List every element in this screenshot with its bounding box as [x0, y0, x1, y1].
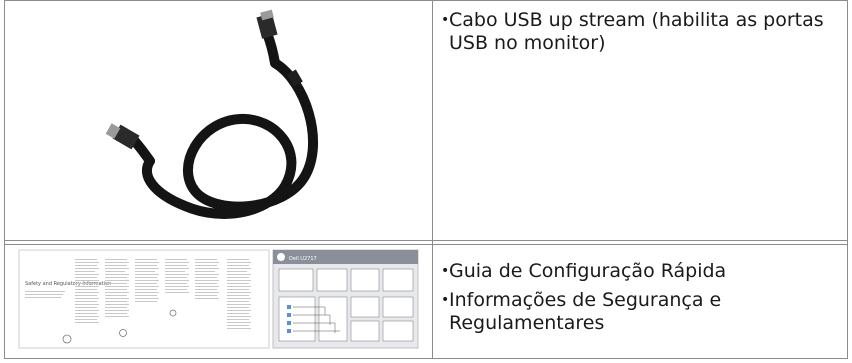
- dell-logo-icon: [277, 253, 285, 261]
- documents-image: Safety and Regulatory Information Dell U…: [5, 245, 432, 359]
- bullet: •: [441, 12, 450, 28]
- row2-text: • Guia de Configuração Rápida • Informaç…: [441, 260, 836, 335]
- row-divider: [5, 240, 847, 241]
- document-icon: Safety and Regulatory Information Dell U…: [18, 249, 419, 349]
- list-item: • Informações de Segurança e Regulamenta…: [441, 289, 836, 335]
- item-text: Cabo USB up stream (habilita as portas U…: [449, 9, 824, 54]
- list-item: • Cabo USB up stream (habilita as portas…: [441, 9, 836, 55]
- setup-guide-title: Dell U2717: [289, 256, 317, 262]
- bullet: •: [441, 292, 450, 308]
- bullet: •: [441, 263, 450, 279]
- dell-logo-icon: [62, 334, 72, 344]
- item-text: Informações de Segurança e Regulamentare…: [449, 289, 722, 334]
- contents-table: • Cabo USB up stream (habilita as portas…: [4, 0, 848, 359]
- list-item: • Guia de Configuração Rápida: [441, 260, 836, 283]
- row-divider-double: [5, 244, 847, 245]
- safety-doc-title: Safety and Regulatory Information: [25, 281, 111, 287]
- usb-cable-image: [5, 1, 432, 240]
- column-divider: [432, 1, 433, 358]
- usb-cable-icon: [105, 9, 318, 219]
- item-text: Guia de Configuração Rápida: [449, 260, 727, 282]
- row1-text: • Cabo USB up stream (habilita as portas…: [441, 9, 836, 55]
